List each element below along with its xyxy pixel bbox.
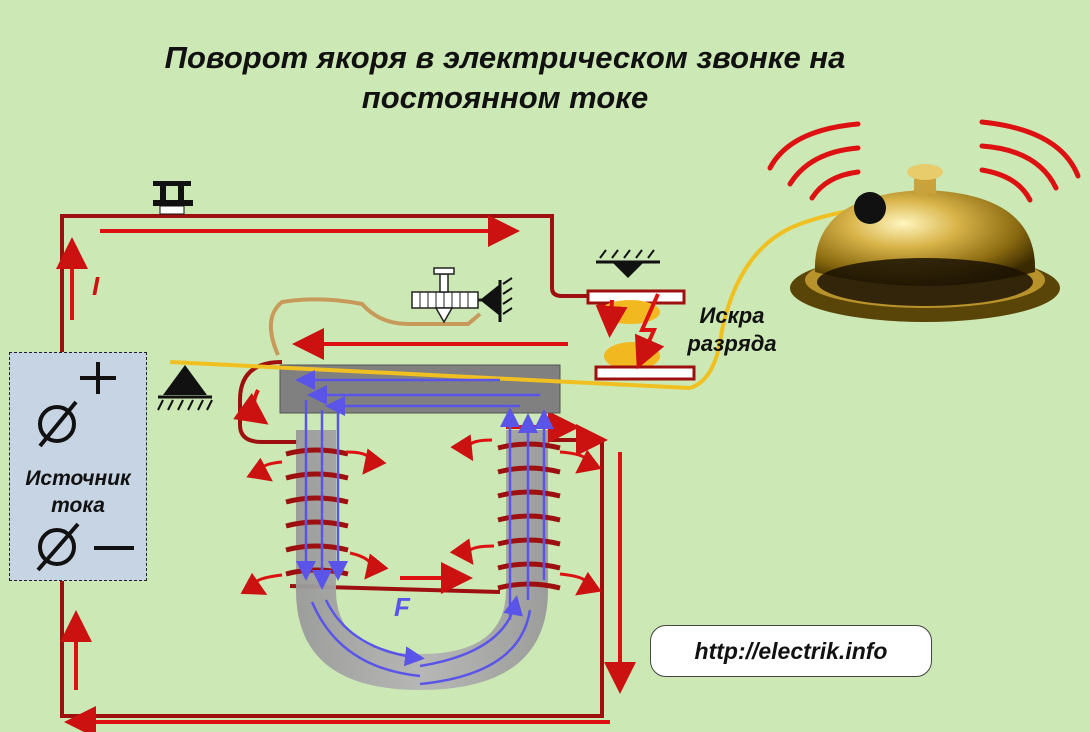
- return-spring: [269, 297, 482, 356]
- title-line-2: постоянном токе: [361, 80, 649, 115]
- force-label: F: [394, 592, 410, 622]
- pivot-support-icon: [157, 365, 213, 411]
- spark-label: Искра разряда: [672, 302, 792, 358]
- source-url[interactable]: http://electrik.info: [650, 625, 932, 677]
- armature-spring: [169, 360, 691, 390]
- bell-icon: [790, 164, 1060, 322]
- current-label: I: [92, 271, 100, 301]
- current-arrows: [56, 215, 636, 732]
- spark-bolts: [595, 293, 665, 370]
- coil-circulation-arrows: [240, 434, 602, 596]
- source-label-line-2: тока: [51, 494, 105, 517]
- push-button-icon: [153, 181, 193, 215]
- current-source-label: Источник тока: [9, 465, 147, 519]
- diagram-title: Поворот якоря в электрическом звонке на …: [40, 38, 970, 118]
- spark-label-line-2: разряда: [687, 331, 777, 356]
- sound-waves-icon: [767, 119, 1081, 203]
- title-line-1: Поворот якоря в электрическом звонке на: [164, 40, 846, 75]
- coil-left: [285, 447, 349, 577]
- battery-plus-terminal-icon: [38, 362, 116, 448]
- spark-label-line-1: Искра: [699, 303, 765, 328]
- upper-contact: [586, 249, 686, 324]
- hammer-wire: [689, 206, 869, 390]
- battery-minus-terminal-icon: [36, 522, 134, 572]
- source-label-line-1: Источник: [25, 467, 131, 490]
- current-source-box: [9, 352, 147, 581]
- adjust-screw-icon: [411, 267, 513, 324]
- flux-lines: [295, 370, 554, 686]
